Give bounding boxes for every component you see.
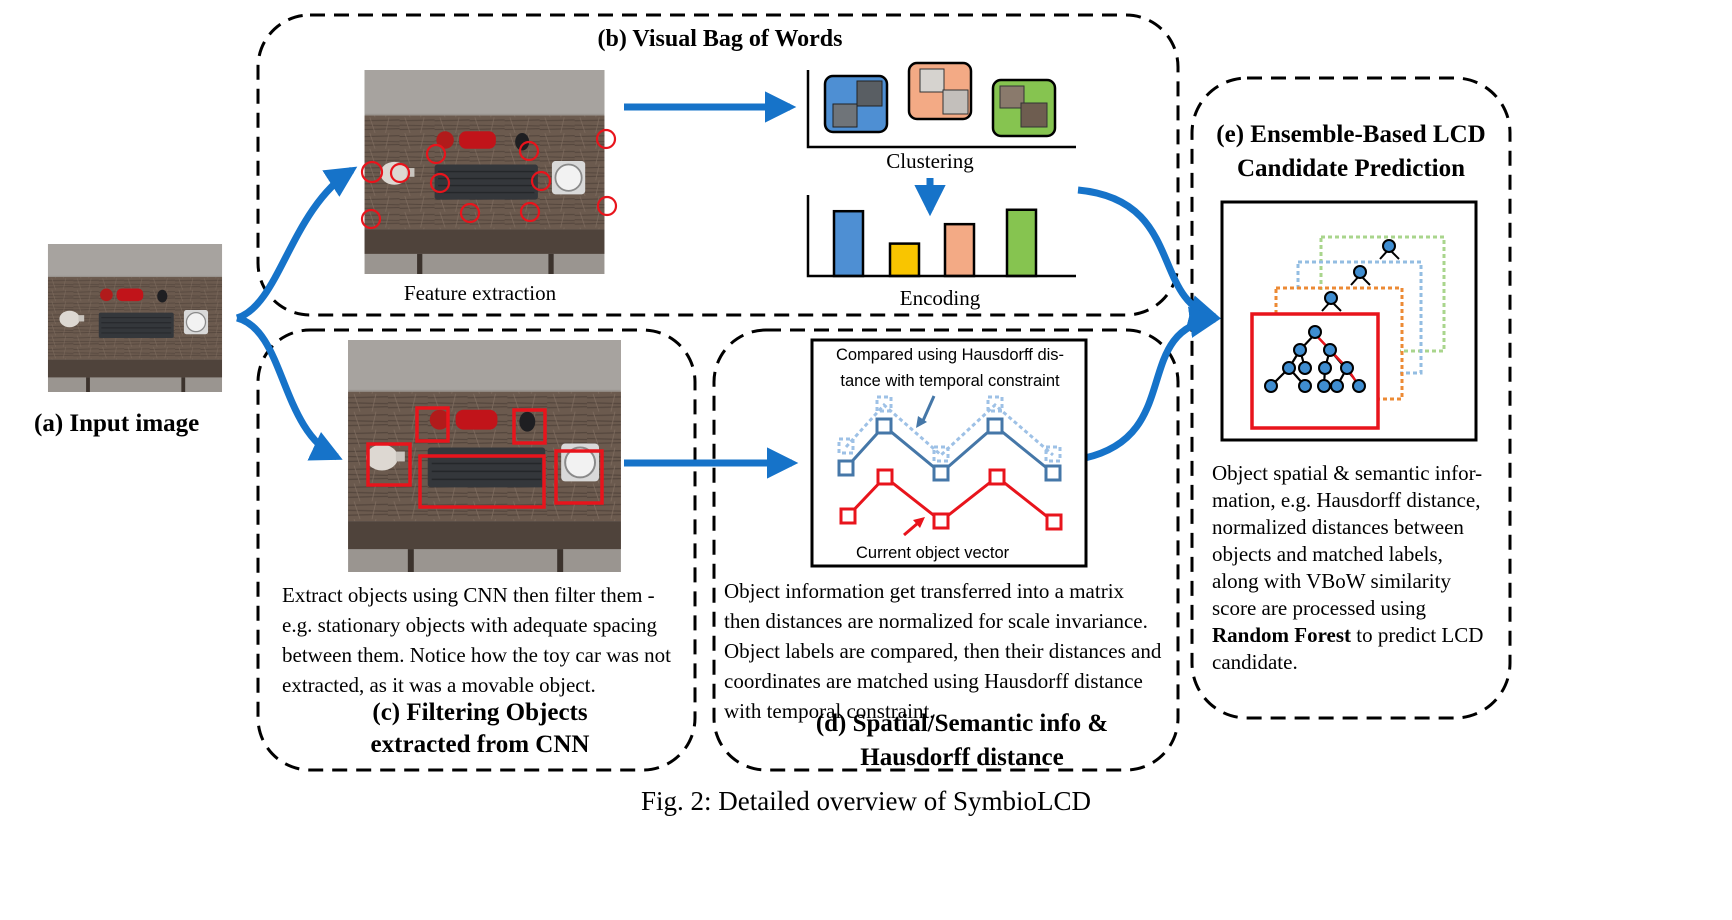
panel-e-desc-tail: to predict LCD xyxy=(1351,623,1484,647)
panel-e-desc-line: along with VBoW similarity xyxy=(1212,569,1451,593)
annotation-pointer-red xyxy=(903,521,919,537)
panel-e-description: Object spatial & semantic infor- mation,… xyxy=(1212,460,1507,676)
panel-e-desc-line: mation, e.g. Hausdorff distance, xyxy=(1212,488,1481,512)
tree-back-orange xyxy=(1274,286,1404,401)
panel-d-title-line: Hausdorff distance xyxy=(860,744,1064,771)
encoding-label: Encoding xyxy=(899,286,981,310)
panel-e-desc-line: score are processed using xyxy=(1212,596,1426,620)
arrow-input-to-features xyxy=(235,166,358,322)
annotation-line: tance with temporal constraint xyxy=(840,372,1060,390)
hausdorff-annotation-top: Compared using Hausdorff dis- tance with… xyxy=(822,342,1078,394)
clustering-label: Clustering xyxy=(886,149,974,173)
clustering-plot xyxy=(806,70,1076,149)
panel-c-desc-line: e.g. stationary objects with adequate sp… xyxy=(282,613,657,637)
panel-c-desc-line: extracted, as it was a movable object. xyxy=(282,673,596,697)
feature-extraction-label: Feature extraction xyxy=(403,281,557,305)
panel-d-title: (d) Spatial/Semantic info & Hausdorff di… xyxy=(772,707,1152,775)
panel-d-description: Object information get transferred into … xyxy=(724,576,1174,726)
current-object-vector xyxy=(839,468,1063,531)
panel-b-border xyxy=(256,13,1180,317)
panel-e-border xyxy=(1190,76,1512,720)
cluster-green xyxy=(991,78,1057,138)
panel-e-title-line: (e) Ensemble-Based LCD xyxy=(1216,121,1486,148)
panel-e-desc-line: Random Forest to predict LCD xyxy=(1212,622,1507,649)
previous-vector-dotted xyxy=(837,395,1062,463)
panel-d-title-line: (d) Spatial/Semantic info & xyxy=(815,710,1109,737)
input-image-photo xyxy=(47,244,223,392)
panel-d-desc-line: with temporal constraint. xyxy=(724,699,935,723)
arrow-matrix-to-ensemble xyxy=(1084,306,1222,462)
feature-extraction-photo xyxy=(360,70,618,274)
cluster-orange xyxy=(907,61,973,121)
compared-vector xyxy=(837,417,1062,482)
panel-e-desc-line: normalized distances between xyxy=(1212,515,1464,539)
hausdorff-annotation-bottom: Current object vector xyxy=(856,544,1010,562)
panel-c-title-line: (c) Filtering Objects xyxy=(372,699,588,726)
figure-caption: Fig. 2: Detailed overview of SymbioLCD xyxy=(641,786,1091,816)
arrow-encoding-to-ensemble xyxy=(1077,186,1222,326)
panel-c-desc-line: Extract objects using CNN then filter th… xyxy=(282,583,655,607)
panel-e-title: (e) Ensemble-Based LCD Candidate Predict… xyxy=(1196,118,1506,186)
panel-c-title-line: extracted from CNN xyxy=(370,731,590,758)
encoding-histogram xyxy=(832,208,1038,278)
panel-e-title-line: Candidate Prediction xyxy=(1236,155,1465,182)
histogram-bar xyxy=(832,209,865,278)
panel-b-title: (b) Visual Bag of Words xyxy=(597,26,843,52)
panel-d-desc-line: Object information get transferred into … xyxy=(724,579,1125,603)
panel-c-description: Extract objects using CNN then filter th… xyxy=(282,580,692,700)
filtered-objects-photo xyxy=(347,340,622,572)
panel-e-desc-line: objects and matched labels, xyxy=(1212,542,1443,566)
panel-e-desc-line: Object spatial & semantic infor- xyxy=(1212,461,1483,485)
annotation-line: Compared using Hausdorff dis- xyxy=(835,346,1065,364)
panel-d-desc-line: coordinates are matched using Hausdorff … xyxy=(724,669,1143,693)
tree-front-red xyxy=(1250,312,1380,430)
histogram-bar xyxy=(943,222,976,278)
panel-a-title: (a) Input image xyxy=(34,410,200,437)
encoding-axes xyxy=(806,195,1076,278)
panel-c-border xyxy=(256,328,697,772)
panel-e-desc-line: candidate. xyxy=(1212,650,1298,674)
random-forest-label: Random Forest xyxy=(1212,623,1352,647)
cluster-blue xyxy=(823,74,889,134)
histogram-bar xyxy=(1005,208,1038,278)
annotation-pointer-blue xyxy=(920,395,936,424)
arrow-input-to-cnn xyxy=(235,314,343,461)
panel-d-border xyxy=(712,328,1180,772)
panel-d-desc-line: then distances are normalized for scale … xyxy=(724,609,1148,633)
histogram-bar xyxy=(888,242,921,278)
panel-d-desc-line: Object labels are compared, then their d… xyxy=(724,639,1162,663)
panel-c-title: (c) Filtering Objects extracted from CNN xyxy=(320,697,640,761)
panel-c-desc-line: between them. Notice how the toy car was… xyxy=(282,643,671,667)
